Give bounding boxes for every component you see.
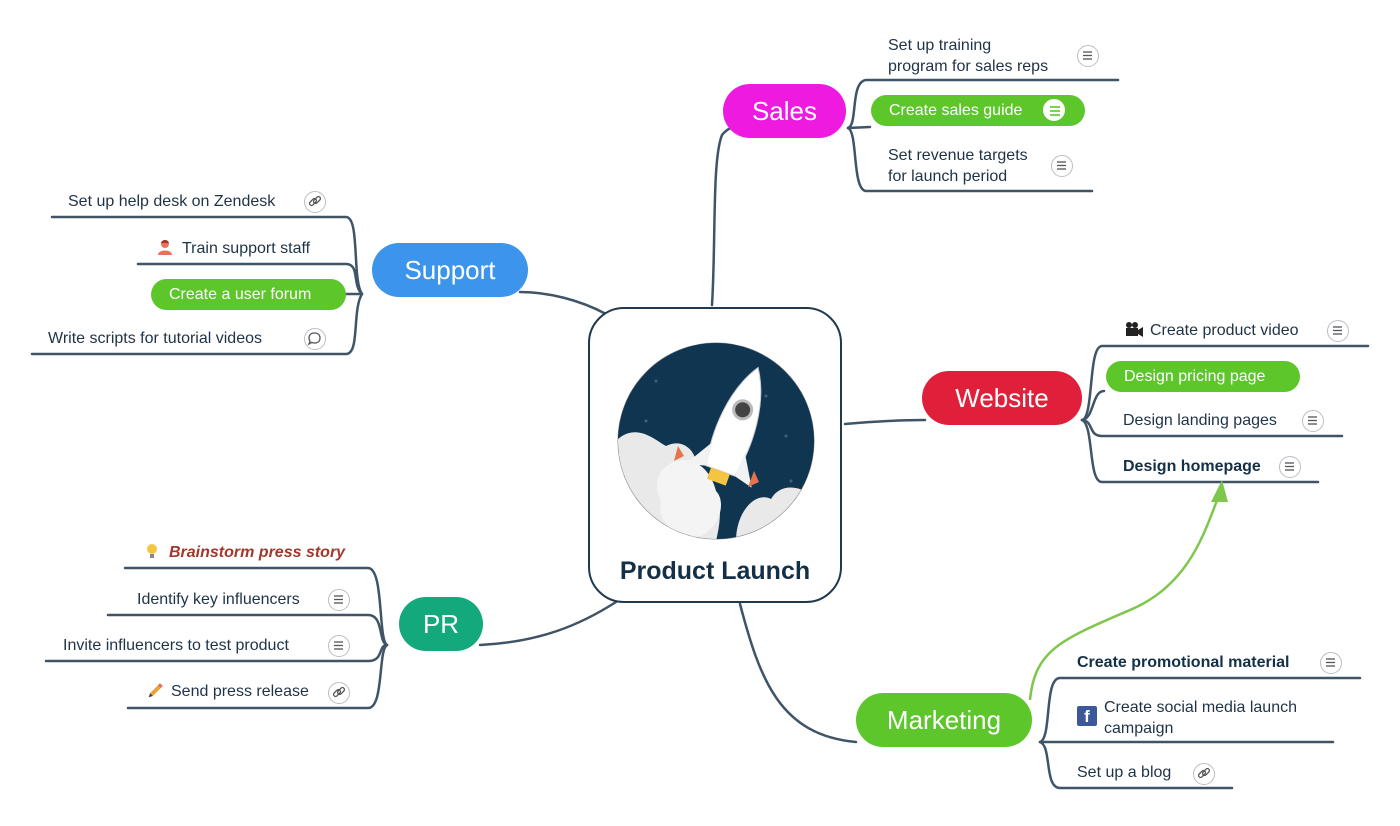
topic-website-homepage[interactable]: Design homepage xyxy=(1123,458,1261,475)
branch-website[interactable]: Website xyxy=(922,371,1082,425)
person-icon xyxy=(156,238,174,261)
topic-sales-revenue[interactable]: Set revenue targets for launch period xyxy=(888,145,1028,187)
topic-pr-invite[interactable]: Invite influencers to test product xyxy=(63,637,289,654)
central-topic[interactable]: Product Launch xyxy=(588,307,842,603)
central-topic-title: Product Launch xyxy=(619,557,811,585)
topic-sales-revenue-line1: Set revenue targets xyxy=(888,147,1028,164)
video-camera-icon xyxy=(1124,320,1144,343)
topic-support-zendesk[interactable]: Set up help desk on Zendesk xyxy=(68,193,276,210)
note-icon[interactable] xyxy=(1279,456,1301,478)
link-icon[interactable] xyxy=(328,682,350,704)
topic-website-pricing[interactable]: Design pricing page xyxy=(1106,361,1300,392)
topic-marketing-promo[interactable]: Create promotional material xyxy=(1077,654,1290,671)
topic-marketing-social[interactable]: Create social media launch campaign xyxy=(1104,697,1297,739)
note-icon[interactable] xyxy=(1302,410,1324,432)
note-icon[interactable] xyxy=(328,589,350,611)
pencil-icon xyxy=(145,681,165,706)
branch-support[interactable]: Support xyxy=(372,243,528,297)
topic-sales-training-line1: Set up training xyxy=(888,37,992,54)
topic-website-landing[interactable]: Design landing pages xyxy=(1123,412,1277,429)
note-icon[interactable] xyxy=(1320,652,1342,674)
topic-pr-influencers[interactable]: Identify key influencers xyxy=(137,591,300,608)
branch-sales[interactable]: Sales xyxy=(723,84,846,138)
note-icon[interactable] xyxy=(1077,45,1099,67)
topic-support-scripts[interactable]: Write scripts for tutorial videos xyxy=(48,330,262,347)
topic-sales-guide-label: Create sales guide xyxy=(889,101,1023,119)
topic-website-pricing-label: Design pricing page xyxy=(1124,367,1266,385)
lightbulb-icon xyxy=(144,542,160,565)
note-icon[interactable] xyxy=(1051,155,1073,177)
branch-marketing[interactable]: Marketing xyxy=(856,693,1032,747)
topic-pr-brainstorm[interactable]: Brainstorm press story xyxy=(169,544,346,561)
note-icon[interactable] xyxy=(1043,99,1065,121)
link-icon[interactable] xyxy=(1193,763,1215,785)
comment-icon[interactable] xyxy=(304,328,326,350)
topic-marketing-blog[interactable]: Set up a blog xyxy=(1077,764,1172,781)
topic-support-train-staff[interactable]: Train support staff xyxy=(182,240,311,257)
topic-website-video[interactable]: Create product video xyxy=(1150,322,1299,339)
topic-support-forum-label: Create a user forum xyxy=(169,285,312,303)
facebook-icon: f xyxy=(1077,706,1097,726)
topic-marketing-social-line1: Create social media launch xyxy=(1104,699,1297,716)
rocket-illustration xyxy=(617,342,815,540)
link-icon[interactable] xyxy=(304,191,326,213)
topic-pr-press-release[interactable]: Send press release xyxy=(171,683,309,700)
topic-support-forum[interactable]: Create a user forum xyxy=(151,279,346,310)
topic-sales-revenue-line2: for launch period xyxy=(888,168,1008,185)
topic-sales-training[interactable]: Set up training program for sales reps xyxy=(888,35,1048,77)
branch-pr[interactable]: PR xyxy=(399,597,483,651)
note-icon[interactable] xyxy=(328,635,350,657)
topic-marketing-social-line2: campaign xyxy=(1104,720,1174,737)
note-icon[interactable] xyxy=(1327,320,1349,342)
topic-sales-training-line2: program for sales reps xyxy=(888,58,1049,75)
